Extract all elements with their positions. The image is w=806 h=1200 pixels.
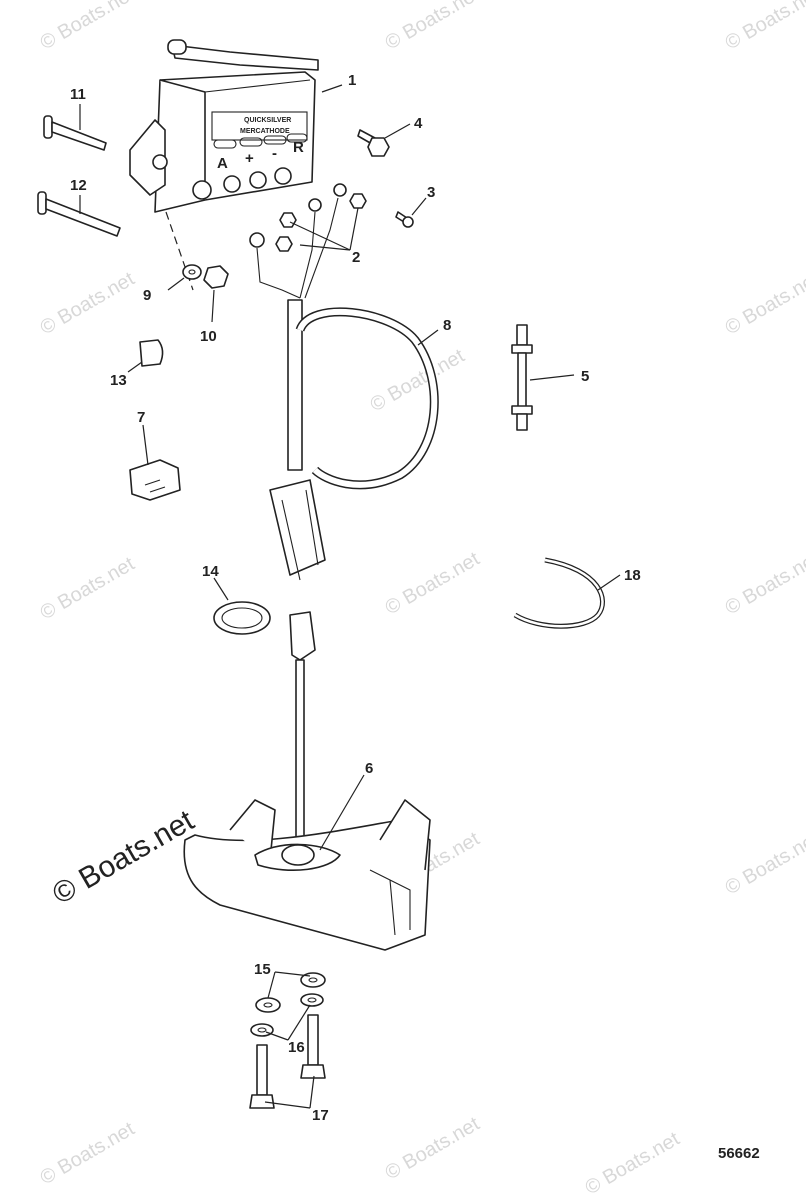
- part-18-clip: [513, 557, 605, 629]
- module-lettering-plus: +: [245, 150, 254, 167]
- part-17-bolts: [249, 1014, 326, 1109]
- part-10-nut: [203, 265, 229, 289]
- callout-1: 1: [348, 72, 356, 89]
- callout-14: 14: [202, 563, 219, 580]
- watermark: © Boats.net: [582, 1128, 684, 1200]
- callout-6: 6: [365, 760, 373, 777]
- callout-18: 18: [624, 567, 641, 584]
- watermark: © Boats.net: [722, 548, 806, 620]
- watermark: © Boats.net: [382, 548, 484, 620]
- part-13-cap: [139, 339, 164, 367]
- callout-3: 3: [427, 184, 435, 201]
- callout-8: 8: [443, 317, 451, 334]
- watermark: © Boats.net: [722, 268, 806, 340]
- part-15-washers: [255, 972, 326, 1013]
- callouts: 1 2 3 4 5 6 7 8 9 10 11 12 13 14 15 16 1…: [70, 72, 641, 1124]
- watermark: © Boats.net: [382, 1113, 484, 1185]
- module-lettering-minus: -: [272, 145, 277, 162]
- part-11-bolt: [43, 115, 107, 151]
- part-7-connector: [129, 459, 181, 501]
- watermark: © Boats.net: [37, 268, 139, 340]
- watermark: © Boats.net: [367, 345, 469, 417]
- part-5-stud: [511, 324, 533, 431]
- leader-lines: [79, 84, 621, 1109]
- watermark: © Boats.net: [37, 553, 139, 625]
- part-14-o-ring: [213, 601, 271, 635]
- watermark: © Boats.net: [722, 0, 806, 54]
- callout-7: 7: [137, 409, 145, 426]
- diagram-reference-number: 56662: [718, 1145, 760, 1162]
- part-3-screw: [395, 211, 414, 228]
- callout-15: 15: [254, 961, 271, 978]
- part-1-control-module: QUICKSILVER MERCATHODE A + - R: [129, 39, 319, 291]
- callout-10: 10: [200, 328, 217, 345]
- module-lettering-r: R: [293, 139, 304, 156]
- callout-11: 11: [70, 86, 86, 103]
- part-8-harness: [269, 299, 439, 581]
- callout-5: 5: [581, 368, 589, 385]
- watermark-prominent: © Boats.net: [47, 804, 200, 912]
- watermark: © Boats.net: [722, 828, 806, 900]
- callout-2: 2: [352, 249, 360, 266]
- callout-12: 12: [70, 177, 87, 194]
- watermark: © Boats.net: [37, 0, 139, 54]
- part-12-bolt: [37, 191, 121, 237]
- watermark: © Boats.net: [37, 1118, 139, 1190]
- callout-16: 16: [288, 1039, 305, 1056]
- callout-13: 13: [110, 372, 127, 389]
- part-9-washer: [182, 264, 202, 280]
- callout-17: 17: [312, 1107, 329, 1124]
- part-2-terminals: [249, 183, 367, 299]
- module-lettering-brand: QUICKSILVER: [244, 117, 291, 124]
- callout-4: 4: [414, 115, 423, 132]
- part-6-transducer: [183, 611, 431, 951]
- module-lettering-a: A: [217, 155, 228, 172]
- watermark: © Boats.net: [382, 0, 484, 54]
- part-4-screw: [357, 129, 390, 157]
- callout-9: 9: [143, 287, 151, 304]
- module-lettering-model: MERCATHODE: [240, 128, 290, 135]
